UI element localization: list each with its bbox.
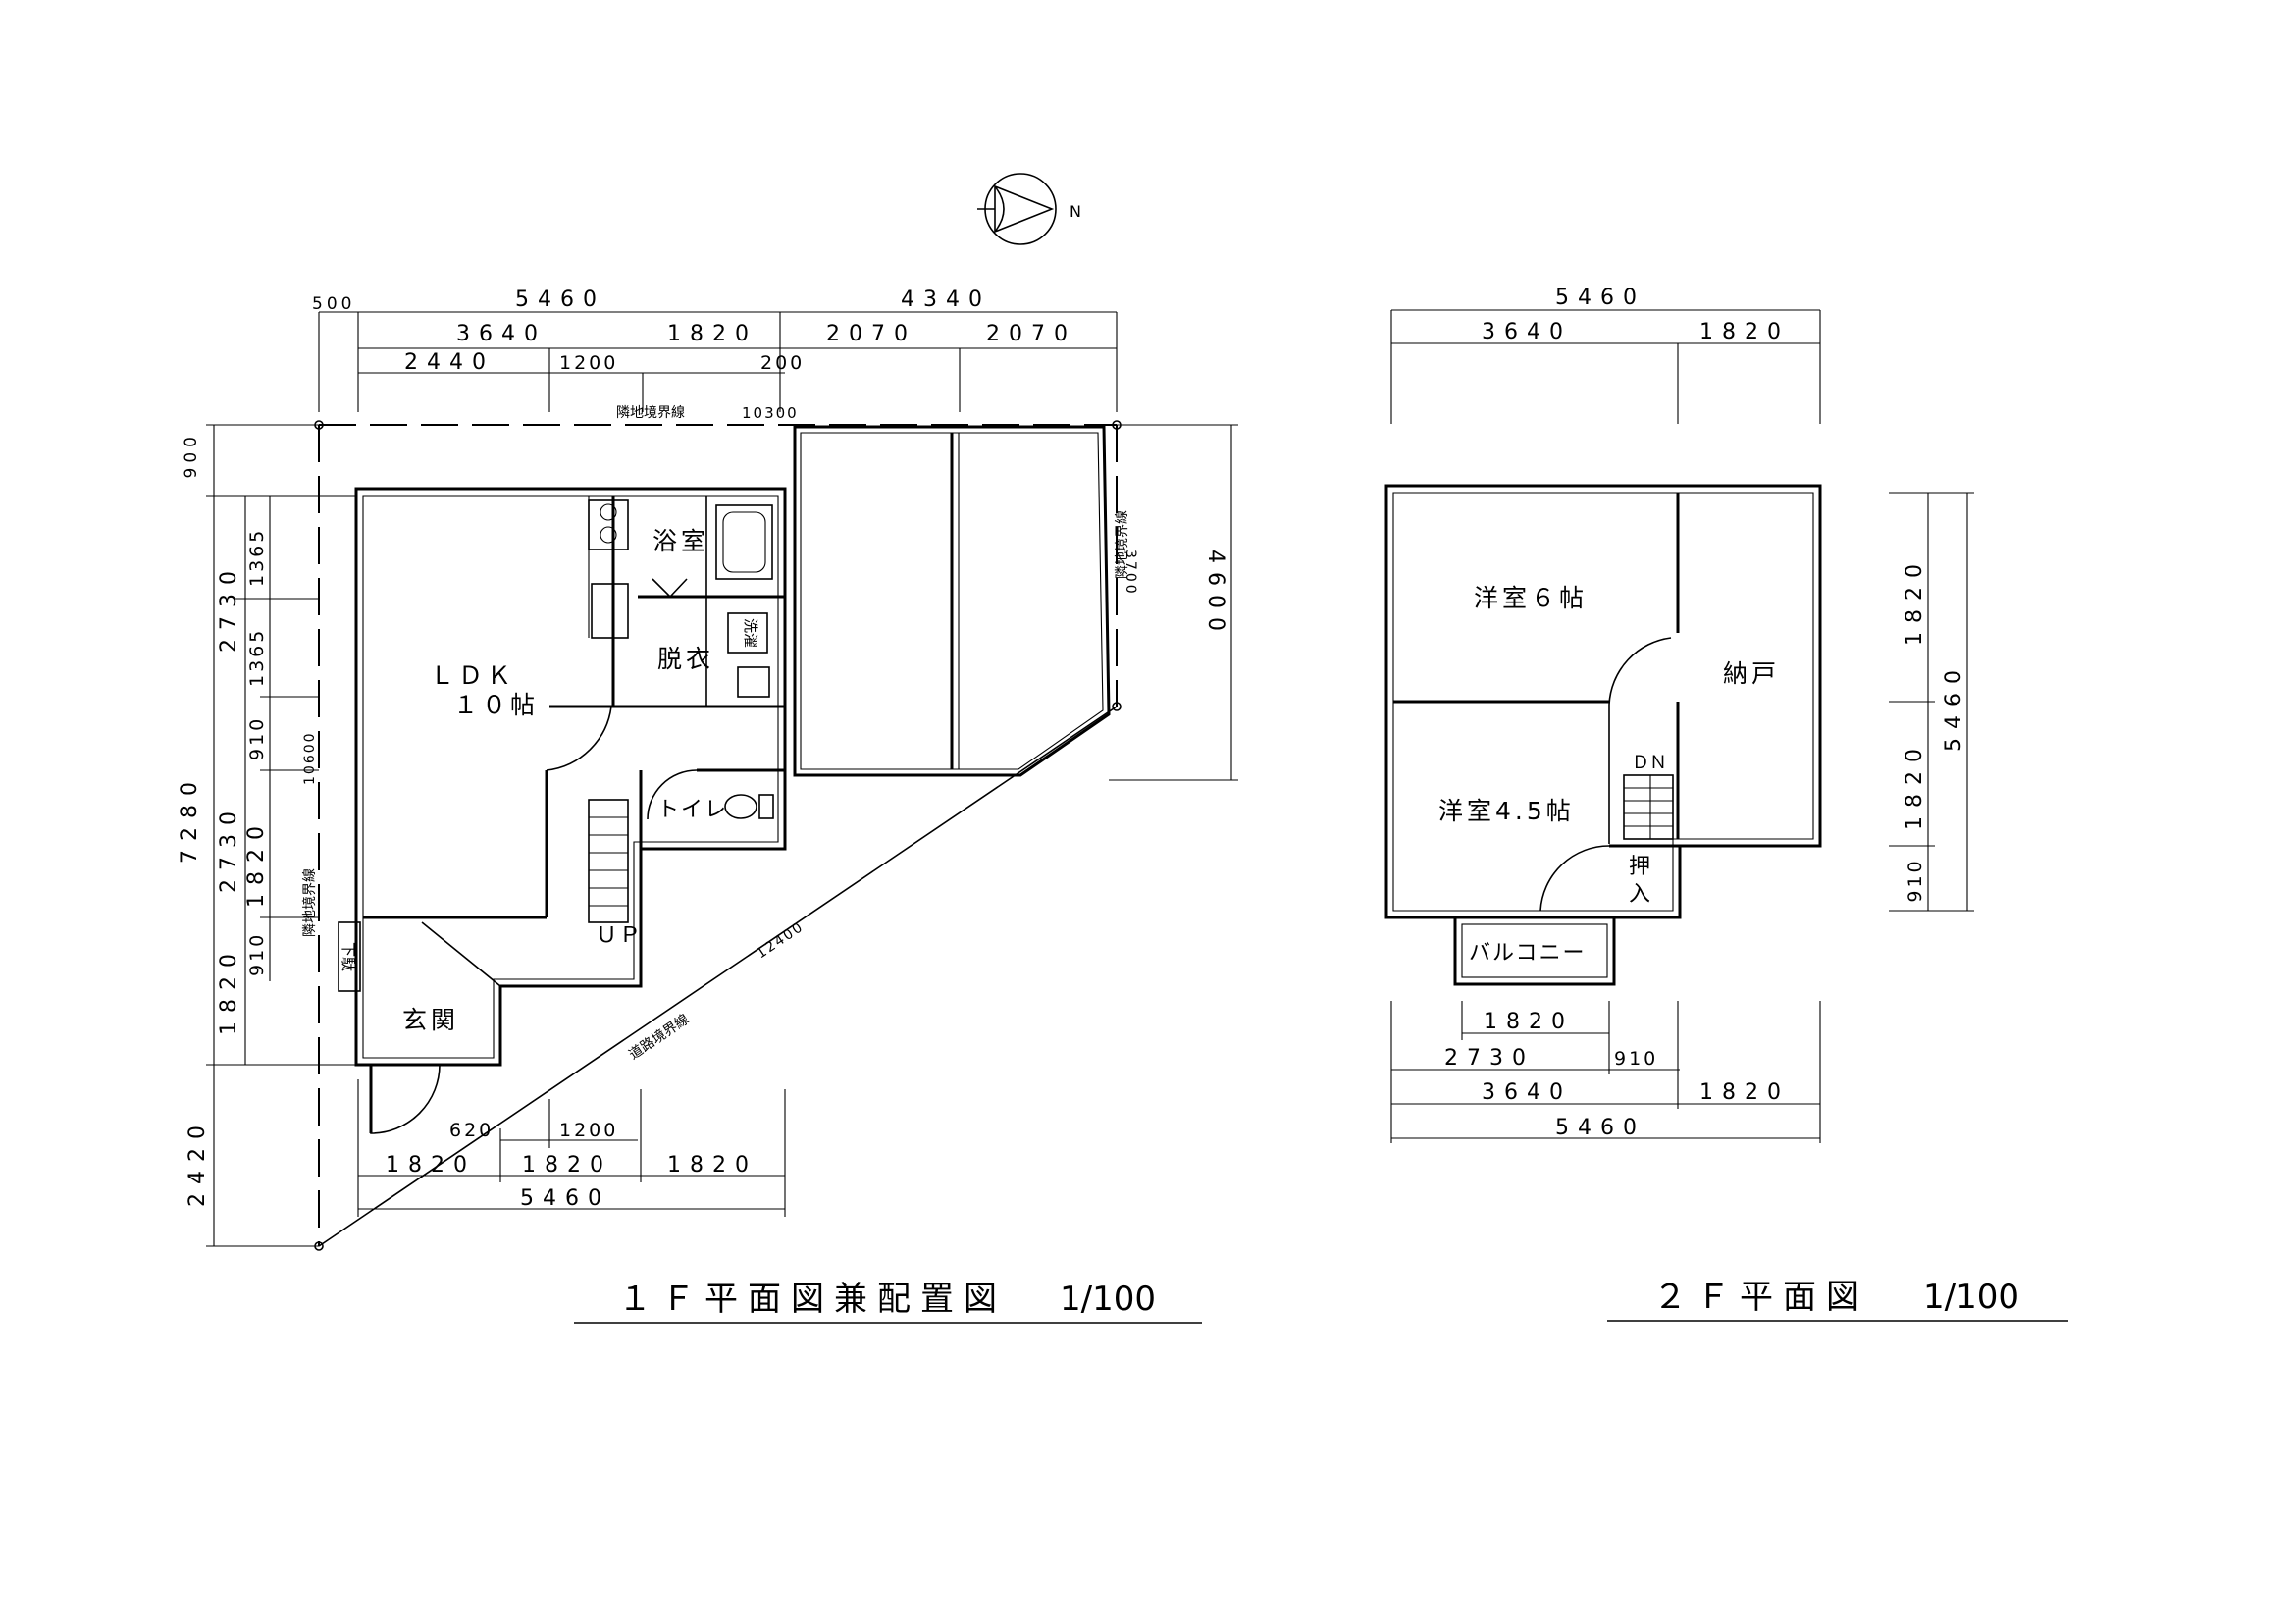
room-label-closet-b: 入 <box>1629 882 1652 907</box>
dim-top-row2-2: 1820 <box>667 322 757 346</box>
dim-bottom-row2-1: 1820 <box>386 1153 476 1178</box>
stairs-down-label: ＤＮ <box>1632 753 1667 773</box>
f2-dim-right-part-3: 910 <box>1905 858 1926 902</box>
boundary-label-right: 隣地境界線 <box>1115 510 1130 579</box>
north-arrow-icon: N <box>977 173 1081 245</box>
room-label-storage: 納戸 <box>1723 659 1780 688</box>
room-label-closet-a: 押 <box>1629 855 1652 879</box>
f2-dim-top-total: 5460 <box>1555 286 1645 310</box>
floor2-dim-lines-right <box>1889 492 1974 912</box>
room-label-shoe-box: 下駄 <box>339 942 357 971</box>
dim-left-inner-2: 1365 <box>246 628 268 687</box>
f2-dim-right-part-1: 1820 <box>1903 555 1927 646</box>
floor2-title: ２Ｆ平面図 <box>1653 1278 1869 1317</box>
boundary-label-road: 道路境界線 <box>626 1012 692 1063</box>
dim-left-mid-3: 1820 <box>217 945 241 1035</box>
boundary-label-left: 隣地境界線 <box>302 868 318 937</box>
dim-left-outer-1: 900 <box>182 432 201 478</box>
f2-dim-bottom-row2-2: 910 <box>1614 1048 1658 1070</box>
room-label-western45: 洋室4.5帖 <box>1438 797 1575 825</box>
boundary-label-top: 隣地境界線 <box>616 405 685 421</box>
floor1-dim-lines-left <box>206 424 356 1247</box>
floor2-dim-lines-bottom <box>1390 1001 1821 1143</box>
room-label-ldk: ＬＤＫ <box>430 661 515 690</box>
f2-dim-bottom-row3-1: 3640 <box>1482 1080 1572 1105</box>
room-label-balcony: バルコニー <box>1469 941 1587 966</box>
dim-top-total-b: 4340 <box>901 288 991 312</box>
dim-top-row2-4: 2070 <box>986 322 1076 346</box>
room-label-washer: 洗濯 <box>742 618 759 648</box>
dim-left-inner-4: 1820 <box>244 817 269 908</box>
dim-bottom-total: 5460 <box>520 1186 610 1211</box>
f2-dim-bottom-row3-2: 1820 <box>1699 1080 1790 1105</box>
dim-top-row2-3: 2070 <box>826 322 916 346</box>
floor1-dim-lines-bottom <box>357 1079 786 1217</box>
dim-top-row3-3: 200 <box>760 352 805 374</box>
floor1-dim-lines-top <box>318 311 1118 412</box>
dim-left-inner-5: 910 <box>246 932 268 976</box>
f2-dim-bottom-row2-1: 2730 <box>1444 1046 1535 1071</box>
parking-area <box>793 425 1111 777</box>
room-label-bath: 浴室 <box>652 527 709 555</box>
site-dim-top: 10300 <box>742 404 799 422</box>
dim-top-row2-1: 3640 <box>456 322 547 346</box>
f2-dim-right-part-2: 1820 <box>1903 740 1927 830</box>
floor2-dim-lines-top <box>1390 309 1821 424</box>
floor1-title: １Ｆ平面図兼配置図 <box>618 1280 1007 1319</box>
dim-bottom-row2-2: 1820 <box>522 1153 612 1178</box>
dim-right-parking: 4600 <box>1203 550 1227 640</box>
site-boundary <box>314 420 1122 1251</box>
room-label-dressing: 脱衣 <box>657 645 714 673</box>
f2-dim-top-row2-2: 1820 <box>1699 320 1790 344</box>
dim-setback: 500 <box>312 294 355 314</box>
dim-left-outer-2: 7280 <box>178 773 202 864</box>
stairs-up-label: ＵＰ <box>596 923 643 948</box>
room-label-toilet: トイレ <box>657 798 728 822</box>
f2-dim-bottom-balcony: 1820 <box>1484 1010 1574 1034</box>
dim-bottom-row1-1: 620 <box>449 1120 494 1141</box>
f2-dim-top-row2-1: 3640 <box>1482 320 1572 344</box>
dim-bottom-row2-3: 1820 <box>667 1153 757 1178</box>
room-label-entrance: 玄関 <box>402 1006 459 1034</box>
site-dim-right: 3700 <box>1122 550 1138 597</box>
dim-left-inner-1: 1365 <box>246 528 268 587</box>
f2-dim-right-total: 5460 <box>1942 661 1966 752</box>
dim-top-total-a: 5460 <box>515 288 605 312</box>
site-dim-road: 12400 <box>754 919 807 963</box>
north-label: N <box>1070 202 1081 221</box>
dim-left-mid-1: 2730 <box>217 562 241 653</box>
f2-dim-bottom-total: 5460 <box>1555 1116 1645 1140</box>
dim-top-row3-2: 1200 <box>559 352 618 374</box>
floor1-house <box>338 487 787 1134</box>
floor2-house <box>1384 484 1822 986</box>
room-label-western6: 洋室６帖 <box>1474 584 1588 612</box>
dim-left-mid-2: 2730 <box>217 803 241 893</box>
dim-top-row3-1: 2440 <box>404 350 495 375</box>
site-dim-left: 10600 <box>302 731 318 785</box>
dim-left-outer-3: 2420 <box>185 1117 210 1207</box>
dim-bottom-row1-2: 1200 <box>559 1120 618 1141</box>
floor1-scale: 1/100 <box>1060 1280 1156 1319</box>
floor2-scale: 1/100 <box>1923 1278 2019 1317</box>
dim-left-inner-3: 910 <box>246 716 268 760</box>
room-label-ldk-size: １０帖 <box>453 691 539 719</box>
